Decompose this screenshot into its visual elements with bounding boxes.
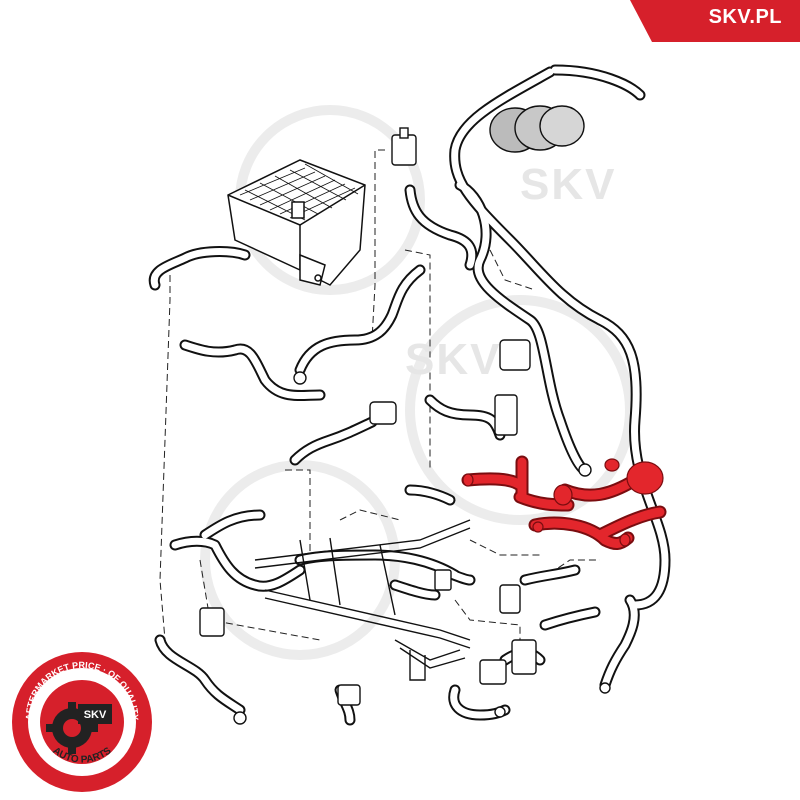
highlighted-hose xyxy=(461,455,667,550)
pipe-frame xyxy=(254,519,471,681)
brand-tab xyxy=(630,0,800,42)
brand-site-label: SKV.PL xyxy=(708,6,782,28)
watermark-text: SKV xyxy=(520,160,617,209)
carbon-canister xyxy=(227,159,366,286)
vacuum-reservoir xyxy=(489,105,585,153)
valves xyxy=(199,127,611,725)
watermark-text: SKV xyxy=(405,335,502,384)
quality-seal: SKV AFTERMARKET PRICE · OF QUALITY AUTO … xyxy=(12,652,152,792)
seal-center-text: SKV xyxy=(84,709,107,721)
